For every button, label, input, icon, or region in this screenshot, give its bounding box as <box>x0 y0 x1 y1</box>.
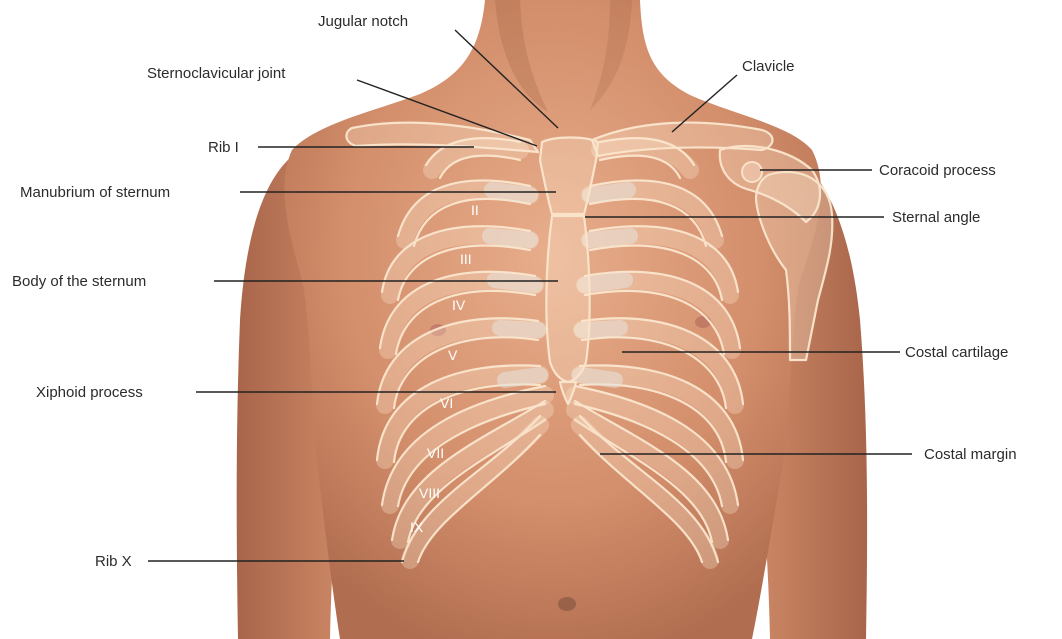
label-costal-cartilage: Costal cartilage <box>905 344 1008 361</box>
rib-numeral-iv: IV <box>452 297 466 313</box>
label-sternoclavicular-joint: Sternoclavicular joint <box>147 65 286 82</box>
rib-numeral-ii: II <box>471 202 479 218</box>
rib-numeral-ix: IX <box>410 519 424 535</box>
right-nipple <box>695 316 711 328</box>
rib-numeral-iii: III <box>460 251 472 267</box>
label-coracoid-process: Coracoid process <box>879 162 996 179</box>
label-xiphoid-process: Xiphoid process <box>36 384 143 401</box>
rib-numeral-viii: VIII <box>419 485 440 501</box>
rib-numeral-vi: VI <box>440 395 453 411</box>
coracoid-process-shape <box>742 162 762 182</box>
rib-numeral-v: V <box>448 347 458 363</box>
label-sternal-angle: Sternal angle <box>892 209 980 226</box>
label-clavicle: Clavicle <box>742 58 795 75</box>
label-jugular-notch: Jugular notch <box>318 13 408 30</box>
sternum-body-shape <box>546 216 589 382</box>
rib-numeral-vii: VII <box>427 445 444 461</box>
label-costal-margin: Costal margin <box>924 446 1017 463</box>
label-rib-10: Rib X <box>95 553 132 570</box>
label-manubrium: Manubrium of sternum <box>20 184 170 201</box>
label-rib-1: Rib I <box>208 139 239 156</box>
navel <box>558 597 576 611</box>
label-body-of-sternum: Body of the sternum <box>12 273 146 290</box>
